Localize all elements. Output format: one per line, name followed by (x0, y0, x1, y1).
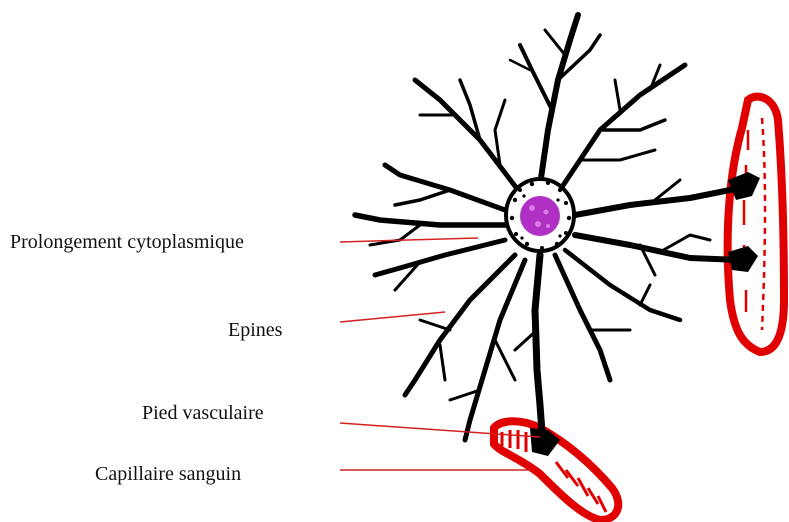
label-prolongement-cytoplasmique: Prolongement cytoplasmique (10, 230, 244, 254)
capillary-right (728, 97, 784, 352)
label-capillaire-sanguin: Capillaire sanguin (95, 462, 241, 486)
label-pied-vasculaire: Pied vasculaire (142, 401, 264, 425)
nucleus (520, 196, 560, 236)
leader-prolongement (340, 238, 478, 242)
label-epines: Epines (228, 318, 282, 342)
leader-epines (340, 312, 445, 322)
